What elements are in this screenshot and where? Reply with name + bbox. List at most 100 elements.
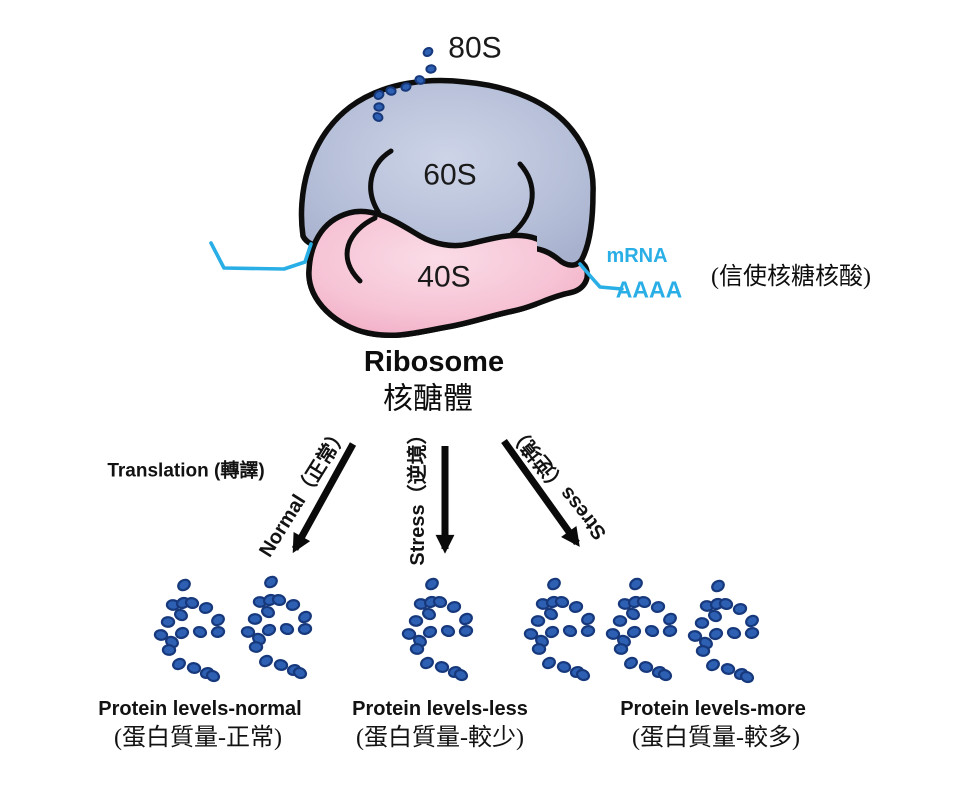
protein-dot xyxy=(261,623,277,637)
protein-dot xyxy=(161,644,177,656)
protein-dot xyxy=(636,596,652,608)
mrna-label: mRNA xyxy=(606,245,668,267)
protein-dot xyxy=(420,656,434,670)
nascent-peptide-dot xyxy=(372,112,384,122)
polya-tail-label: AAAA xyxy=(615,276,683,303)
protein-dot xyxy=(285,599,301,611)
protein-dot xyxy=(192,625,208,639)
protein-dot xyxy=(172,657,186,671)
protein-dot xyxy=(644,624,660,638)
protein-dot xyxy=(706,658,720,672)
nascent-peptide-dot xyxy=(414,75,426,85)
protein-dot xyxy=(198,602,214,614)
protein-dot xyxy=(446,601,462,613)
protein-dot xyxy=(174,608,188,622)
large-subunit-60s-label: 60S xyxy=(423,158,477,192)
outcome-normal-label-en: Protein levels-normal xyxy=(98,698,302,720)
protein-dot xyxy=(687,630,703,642)
protein-dot xyxy=(523,628,539,640)
outcome-normal-label-zh: (蛋白質量-正常) xyxy=(114,724,282,751)
protein-dot xyxy=(261,605,275,619)
branch-stress-down-label: Stress（逆境） xyxy=(407,424,429,566)
mrna-line-left xyxy=(209,241,313,271)
protein-dot xyxy=(248,641,264,653)
protein-dot xyxy=(605,628,621,640)
protein-dot xyxy=(271,594,287,606)
protein-dot xyxy=(612,615,628,627)
nascent-peptide-dot xyxy=(373,102,385,112)
protein-dot xyxy=(273,659,289,671)
protein-dot xyxy=(432,596,448,608)
ribosome-title-zh: 核醣體 xyxy=(383,382,473,416)
protein-dot xyxy=(259,654,273,668)
nascent-peptide-dot xyxy=(385,86,397,96)
protein-dot xyxy=(613,643,629,655)
nascent-peptide-dot xyxy=(373,90,385,100)
small-subunit-40s-label: 40S xyxy=(417,260,471,294)
protein-dot xyxy=(279,622,295,636)
ribosome-title-en: Ribosome xyxy=(363,346,505,379)
protein-dot xyxy=(726,626,742,640)
protein-dot xyxy=(409,643,425,655)
normal-arrow xyxy=(291,442,357,554)
protein-dot xyxy=(264,575,278,589)
protein-dot xyxy=(547,577,561,591)
complex-80s-label: 80S xyxy=(448,31,502,65)
mrna-line-right xyxy=(578,262,624,291)
protein-dot xyxy=(624,656,638,670)
protein-dot xyxy=(562,624,578,638)
protein-dot xyxy=(718,598,734,610)
protein-dot xyxy=(580,625,596,637)
protein-dot xyxy=(292,666,308,680)
protein-dot xyxy=(626,625,642,639)
protein-dot xyxy=(160,616,176,628)
mrna-label-zh: (信使核糖核酸) xyxy=(711,263,871,290)
protein-dot xyxy=(556,661,572,673)
protein-dot xyxy=(694,617,710,629)
protein-dot xyxy=(422,625,438,639)
protein-dot xyxy=(205,669,221,683)
protein-dot xyxy=(638,661,654,673)
40s-left-hook xyxy=(344,215,378,284)
protein-dot xyxy=(531,643,547,655)
protein-dot xyxy=(544,625,560,639)
outcome-more-label-en: Protein levels-more xyxy=(620,698,806,720)
protein-dot xyxy=(629,577,643,591)
protein-dot xyxy=(720,663,736,675)
protein-dot xyxy=(453,668,469,682)
protein-dot xyxy=(210,626,226,638)
protein-dot xyxy=(744,627,760,639)
stress-arrow-right xyxy=(501,438,580,547)
nascent-peptide-dot xyxy=(422,46,434,58)
outcome-more-label-zh: (蛋白質量-較多) xyxy=(632,724,800,751)
protein-dot xyxy=(708,609,722,623)
protein-dot xyxy=(247,613,263,625)
protein-dot xyxy=(544,607,558,621)
60s-left-arc xyxy=(368,148,394,216)
protein-dot xyxy=(581,612,595,626)
outcome-less-label-en: Protein levels-less xyxy=(352,698,528,720)
protein-dot xyxy=(568,601,584,613)
protein-dot xyxy=(739,670,755,684)
protein-dot xyxy=(458,625,474,637)
protein-dot xyxy=(186,662,202,674)
protein-dot xyxy=(662,625,678,637)
protein-dot xyxy=(745,614,759,628)
protein-dot xyxy=(408,615,424,627)
protein-dot xyxy=(425,577,439,591)
protein-dot xyxy=(211,613,225,627)
protein-dot xyxy=(575,668,591,682)
protein-dot xyxy=(732,603,748,615)
protein-dot xyxy=(174,626,190,640)
protein-dot xyxy=(626,607,640,621)
protein-dot xyxy=(401,628,417,640)
protein-dot xyxy=(657,668,673,682)
protein-dot xyxy=(695,645,711,657)
protein-dot xyxy=(711,579,725,593)
protein-dot xyxy=(153,629,169,641)
nascent-peptide-chain xyxy=(372,46,437,122)
protein-dot xyxy=(297,623,313,635)
protein-dot xyxy=(542,656,556,670)
